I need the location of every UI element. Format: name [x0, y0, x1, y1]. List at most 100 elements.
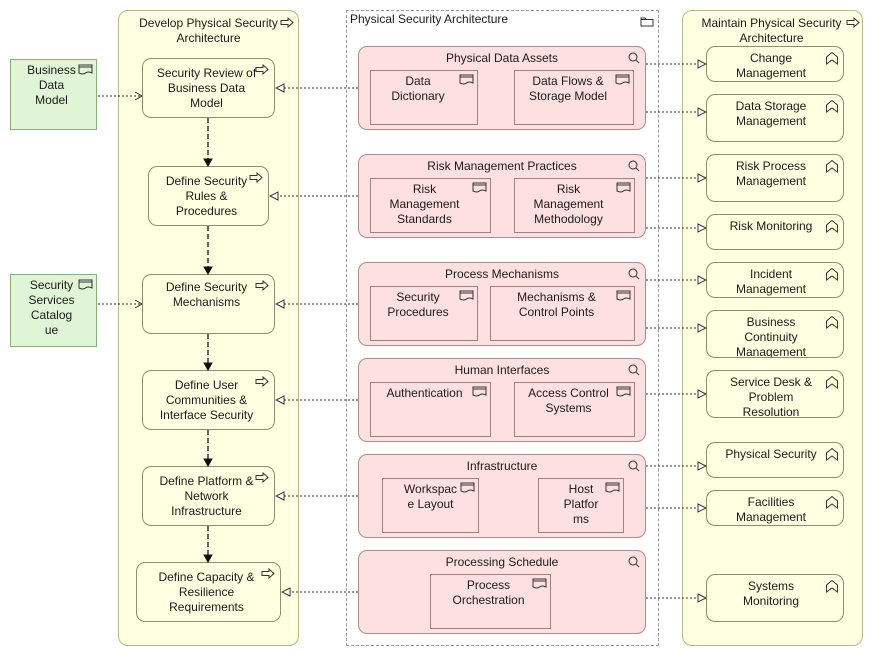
- object-label: Data Dictionary: [391, 74, 445, 103]
- cluster-physical-data-assets[interactable]: Physical Data Assets Data Dictionary Dat…: [358, 46, 646, 130]
- process-define-user-communities[interactable]: Define User Communities & Interface Secu…: [142, 370, 275, 430]
- process-arrow-icon: [846, 17, 860, 28]
- maintain-lane-title: Maintain Physical Security Architecture: [701, 16, 842, 45]
- process-define-security-mechanisms[interactable]: Define Security Mechanisms: [142, 274, 275, 334]
- object-access-control-systems[interactable]: Access Control Systems: [514, 382, 635, 437]
- object-authentication[interactable]: Authentication: [370, 382, 491, 437]
- cluster-title: Risk Management Practices: [427, 159, 577, 173]
- representation-icon: [616, 290, 631, 301]
- representation-icon: [605, 482, 620, 493]
- function-chevron-icon: [826, 267, 838, 281]
- representation-icon: [616, 386, 631, 397]
- object-risk-management-standards[interactable]: Risk Management Standards: [370, 178, 491, 233]
- representation-icon: [78, 279, 93, 290]
- process-label: Define User Communities & Interface Secu…: [159, 377, 254, 422]
- event-cycle-icon: [628, 556, 640, 568]
- external-label: Business Data Model: [27, 63, 76, 107]
- service-desk-problem-resolution[interactable]: Service Desk & Problem Resolution: [706, 370, 844, 418]
- process-label: Define Platform & Network Infrastructure: [159, 473, 254, 518]
- function-chevron-icon: [826, 219, 838, 233]
- external-security-services-catalogue[interactable]: Security Services Catalog ue: [10, 274, 97, 347]
- process-arrow-icon: [255, 376, 269, 387]
- event-cycle-icon: [628, 52, 640, 64]
- representation-icon: [472, 182, 487, 193]
- function-chevron-icon: [826, 579, 838, 593]
- service-business-continuity-management[interactable]: Business Continuity Management: [706, 310, 844, 358]
- representation-icon: [460, 482, 475, 493]
- cluster-title: Processing Schedule: [445, 555, 559, 569]
- process-label: Define Security Rules & Procedures: [165, 173, 248, 218]
- process-define-capacity-resilience[interactable]: Define Capacity & Resilience Requirement…: [136, 562, 281, 622]
- service-label: Risk Monitoring: [729, 219, 813, 233]
- service-label: Physical Security: [725, 447, 817, 461]
- process-security-review[interactable]: Security Review of Business Data Model: [142, 58, 275, 118]
- process-arrow-icon: [255, 472, 269, 483]
- service-change-management[interactable]: Change Management: [706, 46, 844, 82]
- service-label: Incident Management: [735, 267, 807, 296]
- object-label: Access Control Systems: [528, 386, 609, 415]
- object-data-dictionary[interactable]: Data Dictionary: [370, 70, 478, 125]
- service-risk-monitoring[interactable]: Risk Monitoring: [706, 214, 844, 250]
- representation-icon: [532, 578, 547, 589]
- object-label: Security Procedures: [387, 290, 449, 319]
- process-arrow-icon: [255, 64, 269, 75]
- object-process-orchestration[interactable]: Process Orchestration: [430, 574, 551, 629]
- object-label: Risk Management Standards: [389, 182, 460, 226]
- process-define-platform-network[interactable]: Define Platform & Network Infrastructure: [142, 466, 275, 526]
- function-chevron-icon: [826, 447, 838, 461]
- process-arrow-icon: [280, 17, 294, 28]
- process-label: Define Capacity & Resilience Requirement…: [158, 569, 255, 614]
- representation-icon: [616, 182, 631, 193]
- cluster-title: Physical Data Assets: [445, 51, 559, 65]
- object-data-flows-storage-model[interactable]: Data Flows & Storage Model: [514, 70, 634, 125]
- service-physical-security[interactable]: Physical Security: [706, 442, 844, 478]
- service-label: Data Storage Management: [735, 99, 807, 128]
- function-chevron-icon: [826, 495, 838, 509]
- representation-icon: [472, 386, 487, 397]
- cluster-risk-management-practices[interactable]: Risk Management Practices Risk Managemen…: [358, 154, 646, 238]
- cluster-title: Infrastructure: [466, 459, 538, 473]
- service-label: Risk Process Management: [735, 159, 807, 188]
- object-workspace-layout[interactable]: Workspac e Layout: [382, 478, 479, 533]
- object-label: Workspac e Layout: [403, 482, 458, 511]
- process-label: Define Security Mechanisms: [165, 280, 248, 309]
- object-label: Process Orchestration: [452, 578, 525, 607]
- object-label: Authentication: [386, 386, 463, 400]
- group-title: Physical Security Architecture: [350, 12, 509, 26]
- cluster-title: Human Interfaces: [454, 363, 550, 377]
- cluster-infrastructure[interactable]: Infrastructure Workspac e Layout Host Pl…: [358, 454, 646, 538]
- service-risk-process-management[interactable]: Risk Process Management: [706, 154, 844, 202]
- external-business-data-model[interactable]: Business Data Model: [10, 59, 97, 130]
- event-cycle-icon: [628, 160, 640, 172]
- object-label: Data Flows & Storage Model: [528, 74, 608, 103]
- object-risk-management-methodology[interactable]: Risk Management Methodology: [514, 178, 635, 233]
- function-chevron-icon: [826, 51, 838, 65]
- representation-icon: [459, 290, 474, 301]
- external-label: Security Services Catalog ue: [28, 278, 75, 337]
- function-chevron-icon: [826, 315, 838, 329]
- process-arrow-icon: [249, 172, 263, 183]
- process-label: Security Review of Business Data Model: [156, 65, 257, 110]
- representation-icon: [615, 74, 630, 85]
- object-host-platforms[interactable]: Host Platfor ms: [538, 478, 624, 533]
- function-chevron-icon: [826, 375, 838, 389]
- cluster-title: Process Mechanisms: [444, 267, 560, 281]
- event-cycle-icon: [628, 268, 640, 280]
- service-label: Business Continuity Management: [735, 315, 807, 358]
- service-systems-monitoring[interactable]: Systems Monitoring: [706, 574, 844, 622]
- event-cycle-icon: [628, 460, 640, 472]
- object-label: Risk Management Methodology: [533, 182, 604, 226]
- service-incident-management[interactable]: Incident Management: [706, 262, 844, 298]
- object-security-procedures[interactable]: Security Procedures: [370, 286, 478, 341]
- service-label: Change Management: [735, 51, 807, 80]
- service-data-storage-management[interactable]: Data Storage Management: [706, 94, 844, 142]
- cluster-processing-schedule[interactable]: Processing Schedule Process Orchestratio…: [358, 550, 646, 634]
- object-mechanisms-control-points[interactable]: Mechanisms & Control Points: [490, 286, 635, 341]
- cluster-human-interfaces[interactable]: Human Interfaces Authentication Access C…: [358, 358, 646, 442]
- develop-lane-title: Develop Physical Security Architecture: [139, 16, 278, 45]
- function-chevron-icon: [826, 159, 838, 173]
- cluster-process-mechanisms[interactable]: Process Mechanisms Security Procedures M…: [358, 262, 646, 346]
- service-facilities-management[interactable]: Facilities Management: [706, 490, 844, 526]
- representation-icon: [459, 74, 474, 85]
